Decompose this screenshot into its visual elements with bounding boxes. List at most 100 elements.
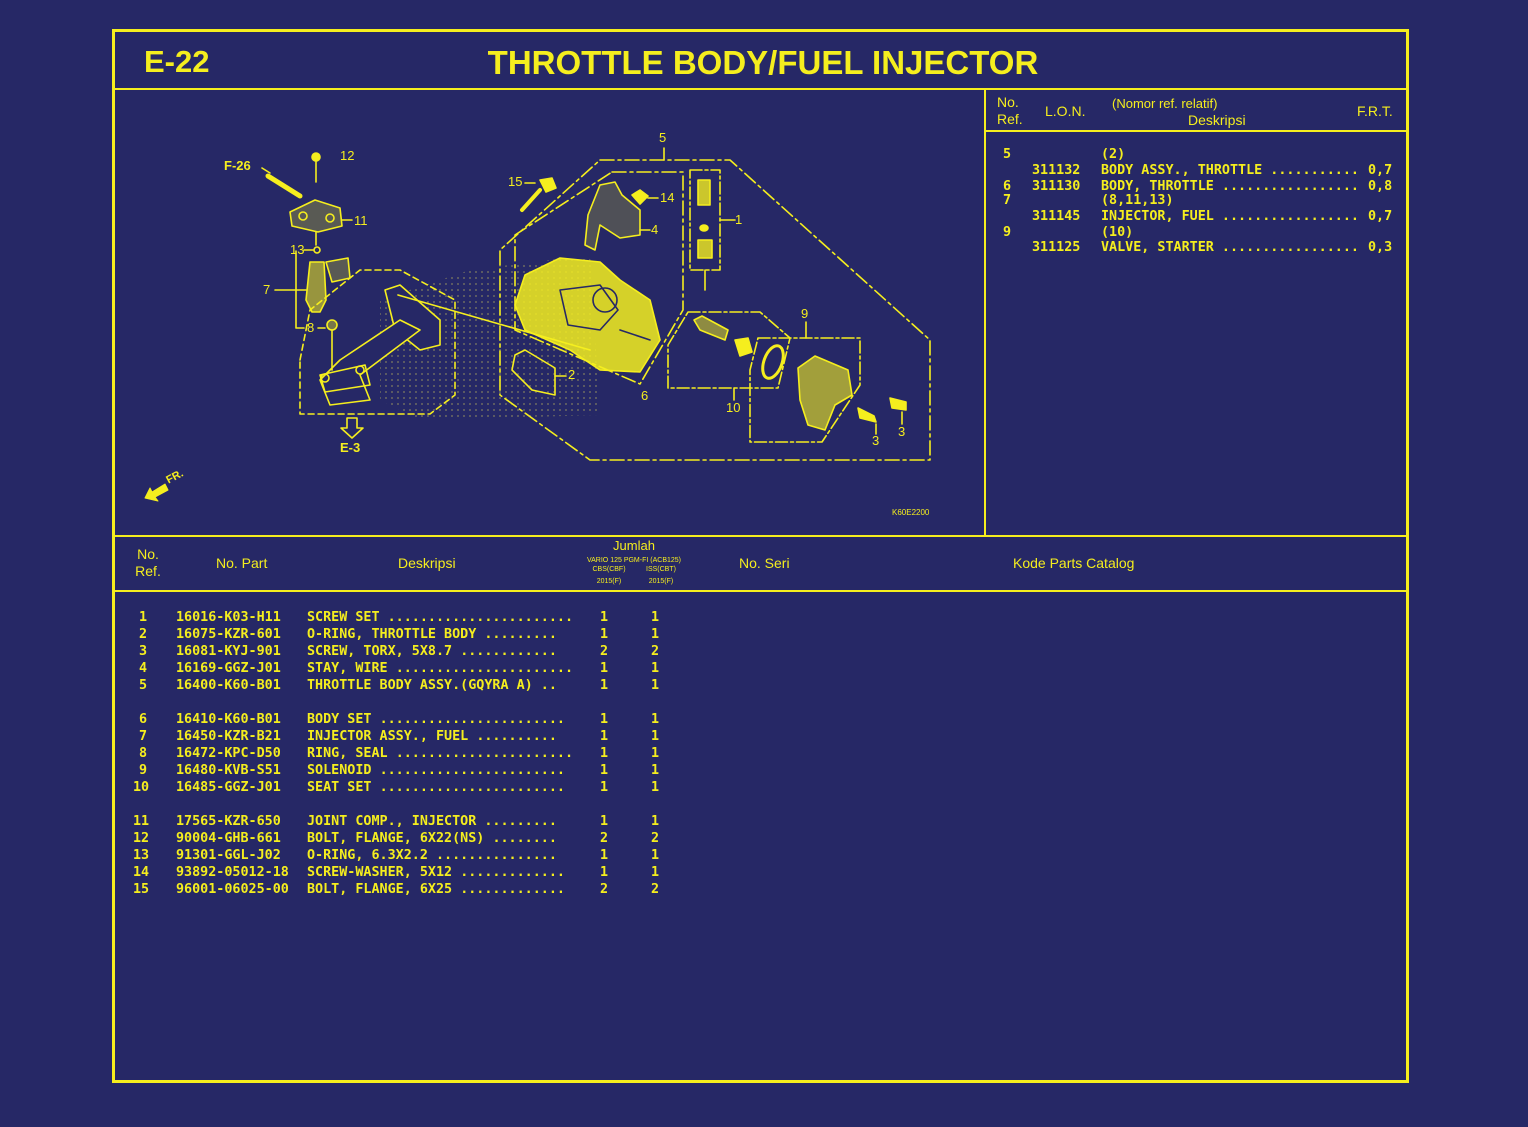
- leader-dots: ........: [492, 831, 557, 846]
- leader-dots: ......................: [395, 661, 573, 676]
- parts-header-top-divider: [115, 535, 1406, 537]
- part-description: JOINT COMP., INJECTOR .........: [307, 813, 573, 830]
- part-description: THROTTLE BODY ASSY.(GQYRA A) ..: [307, 677, 573, 694]
- frt-desc: (10): [1101, 225, 1134, 240]
- callout-1: 1: [735, 212, 743, 227]
- leader-dots: .............: [460, 882, 565, 897]
- qty-iss: 2: [651, 831, 660, 846]
- part-ref: 11: [133, 814, 150, 829]
- frt-header-divider: [986, 130, 1406, 132]
- callout-7: 7: [263, 282, 271, 297]
- leader-dots: .......................: [379, 712, 565, 727]
- qty-iss: 1: [651, 814, 660, 829]
- qty-iss: 1: [651, 627, 660, 642]
- part-ref: 13: [133, 848, 150, 863]
- qty-cbs: 1: [600, 712, 609, 727]
- part-ref: 4: [139, 661, 148, 676]
- qty-iss: 2: [651, 644, 660, 659]
- part-ref: 15: [133, 882, 150, 897]
- qty-cbs: 1: [600, 746, 609, 761]
- part-ref: 12: [133, 831, 150, 846]
- part-number: 16450-KZR-B21: [176, 729, 281, 744]
- qty-cbs: 1: [600, 763, 609, 778]
- part-number: 16480-KVB-S51: [176, 763, 281, 778]
- parts-header-qty: Jumlah: [613, 538, 655, 553]
- part-ref: 14: [133, 865, 150, 880]
- part-description-text: SEAT SET: [307, 780, 372, 795]
- diagram-catalog-ref: K60E2200: [892, 508, 930, 517]
- callout-8: 8: [307, 320, 315, 335]
- callout-f26: F-26: [224, 158, 251, 173]
- part-ref: 5: [139, 678, 148, 693]
- frt-ref: 9: [1003, 225, 1012, 240]
- leader-dots: .......................: [379, 780, 565, 795]
- parts-header-part-no: No. Part: [216, 555, 268, 571]
- frt-desc: VALVE, STARTER .........................…: [1101, 240, 1361, 255]
- part-description: BODY SET .......................: [307, 711, 573, 728]
- part-description: SCREW-WASHER, 5X12 .............: [307, 864, 573, 881]
- part-description-text: BODY SET: [307, 712, 372, 727]
- part-ref: 2: [139, 627, 148, 642]
- part-description-text: SCREW-WASHER, 5X12: [307, 865, 453, 880]
- parts-header-description: Deskripsi: [398, 555, 456, 571]
- part-number: 17565-KZR-650: [176, 814, 281, 829]
- frt-ref: 5: [1003, 147, 1012, 162]
- parts-header-model: VARIO 125 PGM-FI (ACB125): [586, 557, 681, 564]
- part-description-text: SOLENOID: [307, 763, 372, 778]
- frt-desc: BODY, THROTTLE .........................…: [1101, 179, 1361, 194]
- part-ref: 7: [139, 729, 148, 744]
- part-number: 90004-GHB-661: [176, 831, 281, 846]
- page-frame: [112, 29, 1409, 1083]
- frt-header-frt: F.R.T.: [1357, 103, 1393, 119]
- qty-cbs: 1: [600, 865, 609, 880]
- callout-15: 15: [508, 174, 523, 189]
- frt-desc: BODY ASSY., THROTTLE ...................…: [1101, 163, 1361, 178]
- part-description: SCREW SET .......................: [307, 609, 573, 626]
- part-ref: 1: [139, 610, 148, 625]
- part-number: 16485-GGZ-J01: [176, 780, 281, 795]
- leader-dots: ...............: [436, 848, 557, 863]
- part-number: 16016-K03-H11: [176, 610, 281, 625]
- part-description: BOLT, FLANGE, 6X25 .............: [307, 881, 573, 898]
- callout-12: 12: [340, 148, 355, 163]
- callout-6: 6: [641, 388, 649, 403]
- callout-5: 5: [659, 130, 667, 145]
- frt-desc: (2): [1101, 147, 1126, 162]
- leader-dots: .........: [484, 814, 557, 829]
- qty-iss: 1: [651, 763, 660, 778]
- callout-4: 4: [651, 222, 659, 237]
- callout-3b: 3: [898, 424, 906, 439]
- part-description: RING, SEAL ......................: [307, 745, 573, 762]
- callout-9: 9: [801, 306, 809, 321]
- part-ref: 8: [139, 746, 148, 761]
- parts-header-bottom-divider: [115, 590, 1406, 592]
- part-number: 16400-K60-B01: [176, 678, 281, 693]
- part-number: 16410-K60-B01: [176, 712, 281, 727]
- part-ref: 10: [133, 780, 150, 795]
- leader-dots: ......................: [395, 746, 573, 761]
- part-description-text: SCREW, TORX, 5X8.7: [307, 644, 453, 659]
- part-number: 16169-GGZ-J01: [176, 661, 281, 676]
- part-description-text: O-RING, 6.3X2.2: [307, 848, 428, 863]
- part-description: O-RING, THROTTLE BODY .........: [307, 626, 573, 643]
- frt-header-no-ref: No. Ref.: [997, 94, 1023, 128]
- frt-lon: 311145: [1032, 209, 1081, 224]
- qty-cbs: 1: [600, 780, 609, 795]
- part-number: 16075-KZR-601: [176, 627, 281, 642]
- page-title: THROTTLE BODY/FUEL INJECTOR: [487, 44, 1039, 81]
- leader-dots: ..........: [476, 729, 557, 744]
- frt-desc: (8,11,13): [1101, 193, 1174, 208]
- part-ref: 6: [139, 712, 148, 727]
- part-description-text: BOLT, FLANGE, 6X22(NS): [307, 831, 485, 846]
- parts-header-no-ref: No. Ref.: [133, 546, 163, 580]
- qty-cbs: 1: [600, 814, 609, 829]
- parts-header-variant-b: ISS(CBT): [646, 566, 676, 573]
- part-description: SOLENOID .......................: [307, 762, 573, 779]
- part-description-text: JOINT COMP., INJECTOR: [307, 814, 477, 829]
- part-description: SEAT SET .......................: [307, 779, 573, 796]
- parts-header-catalog-code: Kode Parts Catalog: [1013, 555, 1135, 571]
- qty-iss: 1: [651, 610, 660, 625]
- part-description: INJECTOR ASSY., FUEL ..........: [307, 728, 573, 745]
- part-description-text: STAY, WIRE: [307, 661, 388, 676]
- diagram-frt-divider: [984, 89, 986, 536]
